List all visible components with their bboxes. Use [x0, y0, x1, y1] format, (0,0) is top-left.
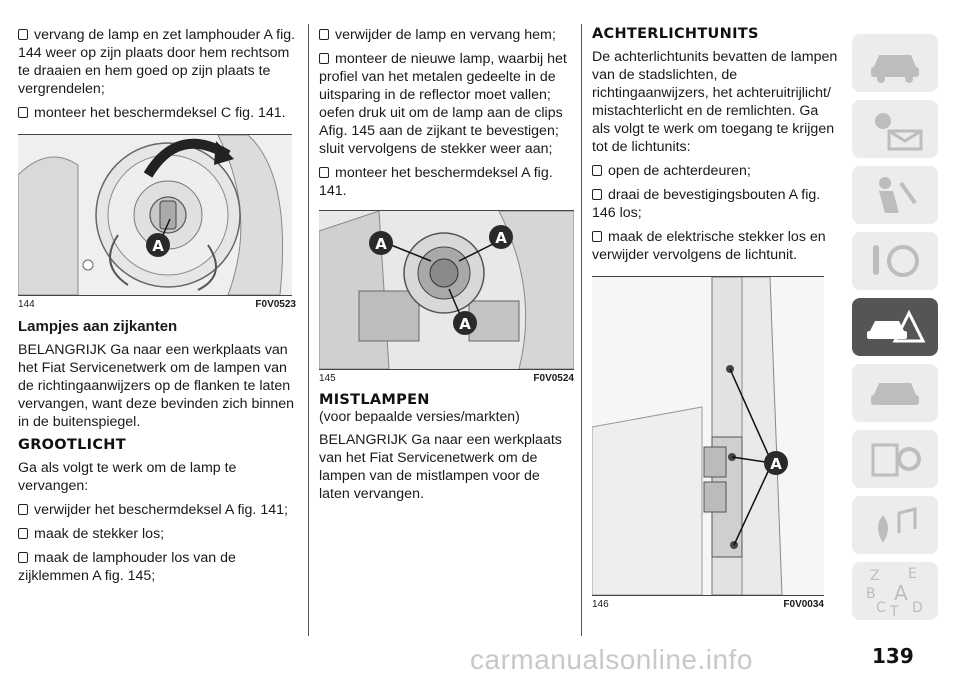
car-service-icon [871, 383, 919, 405]
column-left: vervang de lamp en zet lamphouder A fig.… [18, 26, 296, 591]
step-paragraph: monteer het beschermdeksel A fig. 141. [319, 165, 553, 199]
step-paragraph: monteer de nieuwe lamp, waarbij het prof… [319, 51, 567, 157]
svg-text:Z: Z [870, 568, 880, 584]
light-warning-icon [875, 113, 923, 151]
callout-label: A [152, 237, 164, 255]
figure-code: F0V0523 [255, 299, 296, 310]
section-heading: Lampjes aan zijkanten [18, 318, 178, 335]
checkbox-bullet-icon [592, 189, 602, 200]
headlamp-illustration: A [18, 135, 292, 295]
callout-label: A [495, 229, 507, 247]
checkbox-bullet-icon [319, 167, 329, 178]
body-paragraph: BELANGRIJK Ga naar een werkplaats van he… [18, 342, 295, 430]
step-paragraph: maak de stekker los; [18, 525, 296, 543]
figure-number: 146 [592, 599, 609, 610]
step-paragraph: verwijder de lamp en vervang hem; [319, 26, 574, 44]
section-heading: GROOTLICHT [18, 437, 126, 453]
callout-label: A [375, 235, 387, 253]
tab-lights[interactable] [852, 100, 938, 158]
chapter-sidebar: Z E B A C T D [852, 34, 938, 628]
column-middle: verwijder de lamp en vervang hem; montee… [319, 26, 574, 509]
figure-number: 145 [319, 373, 336, 384]
svg-text:T: T [889, 604, 899, 618]
figure-code: F0V0524 [533, 373, 574, 384]
step-paragraph: draai de bevestigingsbouten A fig. 146 l… [592, 187, 821, 221]
airbag-seat-icon [879, 177, 917, 213]
foglamp-illustration: A A A [319, 211, 574, 369]
tab-index[interactable]: Z E B A C T D [852, 562, 938, 620]
checkbox-bullet-icon [18, 29, 28, 40]
checkbox-bullet-icon [18, 107, 28, 118]
rear-light-illustration: A [592, 277, 824, 595]
callout-marker [489, 225, 513, 249]
column-divider [581, 24, 582, 636]
emergency-car-icon [867, 309, 926, 343]
page-number: 139 [872, 644, 914, 668]
figure-caption: 146 F0V0034 [592, 599, 824, 610]
alphabet-index-icon: Z E B A C T D [866, 566, 923, 618]
maintenance-gear-icon [871, 443, 921, 477]
callout-marker [369, 231, 393, 255]
figure-caption: 144 F0V0523 [18, 299, 296, 310]
svg-text:E: E [908, 566, 917, 582]
tab-technical[interactable] [852, 430, 938, 488]
tab-starting[interactable] [852, 232, 938, 290]
svg-text:D: D [912, 600, 923, 616]
tab-emergency[interactable] [852, 298, 938, 356]
figure-145: A A A [319, 210, 574, 370]
section-subheading: (voor bepaalde versies/markten) [319, 408, 520, 424]
body-paragraph: De achterlichtunits bevatten de lampen v… [592, 49, 838, 155]
step-paragraph: vervang de lamp en zet lamphouder A fig.… [18, 27, 296, 97]
checkbox-bullet-icon [18, 552, 28, 563]
body-paragraph: BELANGRIJK Ga naar een werkplaats van he… [319, 432, 562, 502]
checkbox-bullet-icon [18, 504, 28, 515]
checkbox-bullet-icon [18, 528, 28, 539]
figure-144: A [18, 134, 292, 296]
callout-label: A [459, 315, 471, 333]
callout-marker [764, 451, 788, 475]
step-paragraph: maak de lamphouder los van de zijklemmen… [18, 550, 236, 584]
callout-marker [146, 233, 170, 257]
section-heading: MISTLAMPEN [319, 392, 430, 408]
figure-146: A [592, 276, 824, 596]
watermark: carmanualsonline.info [470, 644, 753, 675]
step-paragraph: maak de elektrische stekker los en verwi… [592, 229, 826, 263]
section-heading: ACHTERLICHTUNITS [592, 26, 759, 42]
checkbox-bullet-icon [319, 29, 329, 40]
callout-label: A [770, 455, 782, 473]
figure-caption: 145 F0V0524 [319, 373, 574, 384]
checkbox-bullet-icon [592, 231, 602, 242]
figure-code: F0V0034 [783, 599, 824, 610]
step-paragraph: open de achterdeuren; [592, 162, 838, 180]
svg-text:C: C [876, 600, 886, 616]
column-divider [308, 24, 309, 636]
car-dashboard-icon [871, 55, 919, 83]
tab-safety[interactable] [852, 166, 938, 224]
media-gps-icon [878, 507, 917, 543]
column-right: ACHTERLICHTUNITS De achterlichtunits bev… [592, 26, 838, 618]
step-paragraph: verwijder het beschermdeksel A fig. 141; [18, 501, 296, 519]
body-paragraph: Ga als volgt te werk om de lamp te verva… [18, 460, 237, 494]
tab-multimedia[interactable] [852, 496, 938, 554]
tab-dashboard[interactable] [852, 34, 938, 92]
figure-number: 144 [18, 299, 35, 310]
checkbox-bullet-icon [592, 165, 602, 176]
callout-marker [453, 311, 477, 335]
svg-text:B: B [866, 586, 876, 602]
checkbox-bullet-icon [319, 53, 329, 64]
svg-text:A: A [894, 581, 908, 605]
tab-service[interactable] [852, 364, 938, 422]
step-paragraph: monteer het beschermdeksel C fig. 141. [18, 104, 296, 122]
key-steering-icon [873, 245, 919, 277]
